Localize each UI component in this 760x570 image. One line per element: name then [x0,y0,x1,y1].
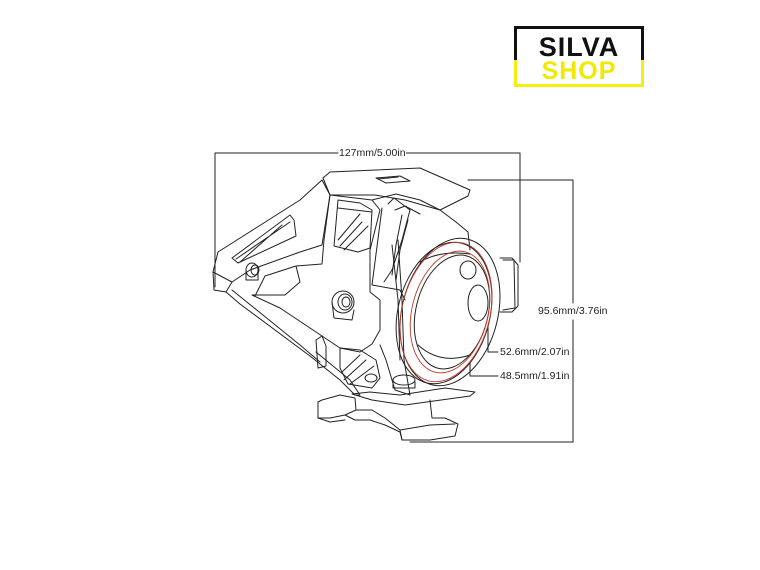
top-plate [322,167,471,211]
height-dimension-line [409,179,574,443]
mount-foot [317,394,357,419]
lens-led-large [467,284,489,322]
inner-lens-dimension-label: 48.5mm/1.91in [500,370,570,382]
housing-body [371,193,471,251]
logo-frame-bottom [514,60,644,87]
outer-lens-dimension-label: 52.6mm/2.07in [500,346,570,358]
lens-led-small [459,260,477,280]
left-bracket-arm [212,179,331,283]
side-tab [499,257,519,313]
lower-window [339,347,381,389]
height-dimension-label: 95.6mm/3.76in [538,305,608,317]
logo-frame-top [514,26,644,60]
logo-text-silva: SILVA [538,32,620,62]
logo-text-shop: SHOP [541,57,617,85]
mount-plate [351,387,476,406]
silva-shop-logo: SILVA SHOP [514,26,644,87]
lens-ring-outer [399,241,493,383]
lens-dimension-leaders [469,325,499,377]
side-window [333,199,373,253]
width-dimension-line [214,152,521,288]
lens-ring-inner [409,250,491,374]
width-dimension-label: 127mm/5.00in [339,147,406,159]
